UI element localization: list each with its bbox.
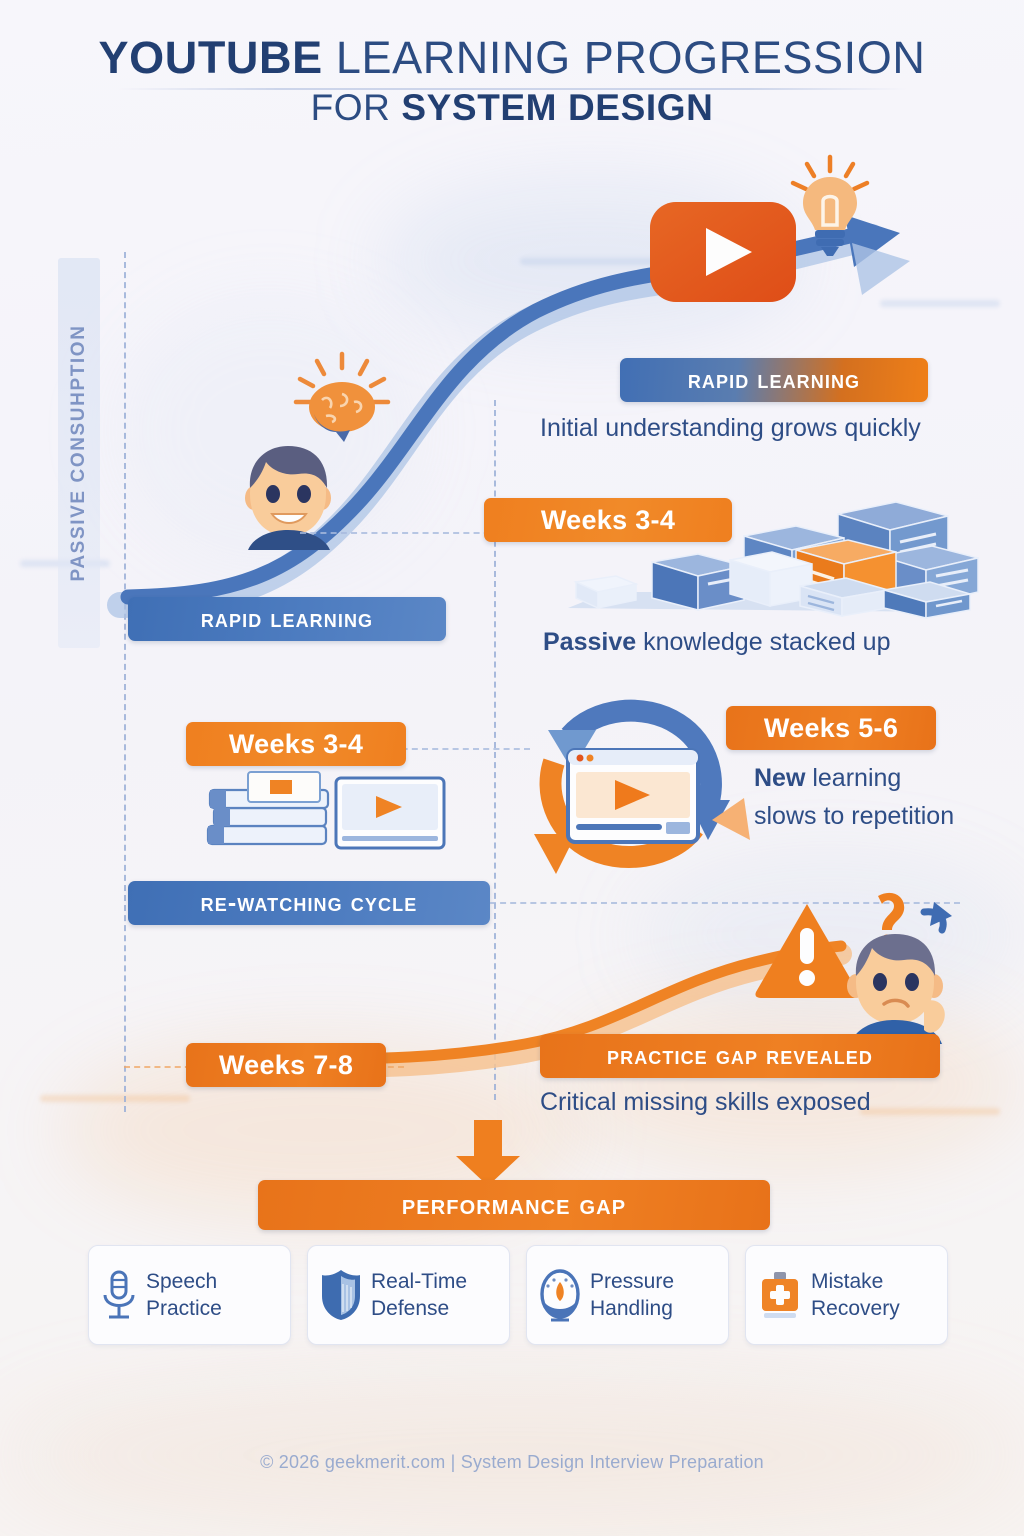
badge-weeks-3-4-left: Weeks 3-4 xyxy=(186,722,406,766)
shield-icon xyxy=(322,1270,360,1320)
caption-new-rest: learning xyxy=(805,764,902,792)
brain-icon xyxy=(293,351,391,442)
happy-learner-avatar xyxy=(245,446,331,550)
caption-new-bold: New xyxy=(754,764,806,792)
card-pressure-handling[interactable]: Pressure Handling xyxy=(526,1245,729,1345)
caption-passive-stack: Passive knowledge stacked up xyxy=(543,628,890,657)
y-axis-label-text: PASSIVE CONSUHPTION xyxy=(68,324,89,582)
title-divider xyxy=(118,88,908,90)
caption-passive-bold: Passive xyxy=(543,628,637,656)
connector-line xyxy=(300,532,500,534)
card-speech-practice[interactable]: Speech Practice xyxy=(88,1245,291,1345)
badge-practice-gap: Practice Gap Revealed xyxy=(540,1034,940,1078)
microphone-icon xyxy=(103,1270,135,1319)
title-rest: LEARNING PROGRESSION xyxy=(335,32,926,83)
card-line2: Defense xyxy=(371,1297,450,1320)
grid-line-vertical xyxy=(124,252,126,1112)
card-real-time-defense[interactable]: Real-Time Defense xyxy=(307,1245,510,1345)
badge-weeks-3-4-top: Weeks 3-4 xyxy=(484,498,732,542)
card-label: Pressure Handling xyxy=(590,1268,674,1323)
card-line2: Practice xyxy=(146,1297,222,1320)
stacked-boxes-icon xyxy=(568,501,979,619)
down-arrow-icon xyxy=(456,1120,520,1186)
footer: © 2026 geekmerit.com | System Design Int… xyxy=(0,1452,1024,1473)
badge-rewatching-cycle: Re-Watching Cycle xyxy=(128,881,490,925)
caption-new-learning-line1: New learning xyxy=(754,764,901,793)
warning-triangle-icon xyxy=(755,904,859,998)
card-mistake-recovery[interactable]: Mistake Recovery xyxy=(745,1245,948,1345)
gauge-icon xyxy=(540,1269,580,1322)
connector-line xyxy=(490,902,960,904)
badge-rapid-learning-right: Rapid Learning xyxy=(620,358,928,402)
grid-line-vertical xyxy=(494,400,496,1100)
card-line1: Pressure xyxy=(590,1269,675,1293)
caption-passive-rest: knowledge stacked up xyxy=(636,628,891,656)
confused-learner-avatar xyxy=(847,892,952,1044)
first-aid-icon xyxy=(762,1272,798,1318)
connector-line xyxy=(320,748,530,750)
title-subject: SYSTEM DESIGN xyxy=(401,87,714,129)
card-label: Real-Time Defense xyxy=(371,1268,467,1323)
banner-performance-gap: Performance Gap xyxy=(258,1180,770,1230)
card-label: Mistake Recovery xyxy=(811,1268,900,1323)
skill-cards: Speech Practice Real-Time Defense xyxy=(88,1245,948,1345)
page-title: YOUTUBE LEARNING PROGRESSION FOR SYSTEM … xyxy=(0,30,1024,131)
bg-streak xyxy=(40,1095,190,1102)
title-for: FOR xyxy=(310,87,391,129)
card-line1: Speech xyxy=(146,1269,218,1293)
title-brand: YOUTUBE xyxy=(98,32,323,83)
badge-weeks-5-6: Weeks 5-6 xyxy=(726,706,936,750)
refresh-cycle-icon xyxy=(534,699,750,874)
card-label: Speech Practice xyxy=(146,1268,222,1323)
footer-text: © 2026 geekmerit.com | System Design Int… xyxy=(260,1452,764,1472)
badge-rapid-learning-left: Rapid Learning xyxy=(128,597,446,641)
y-axis-label: PASSIVE CONSUHPTION xyxy=(58,258,100,648)
card-line1: Real-Time xyxy=(371,1269,468,1293)
caption-practice-gap: Critical missing skills exposed xyxy=(540,1088,871,1116)
card-line2: Handling xyxy=(590,1297,673,1320)
books-and-video-icon xyxy=(206,771,446,850)
badge-weeks-7-8: Weeks 7-8 xyxy=(186,1043,386,1087)
youtube-play-icon xyxy=(650,202,796,302)
caption-new-learning-line2: slows to repetition xyxy=(754,802,955,830)
card-line2: Recovery xyxy=(811,1297,900,1320)
bg-streak xyxy=(860,1108,1000,1115)
lightbulb-icon xyxy=(790,154,870,256)
card-line1: Mistake xyxy=(811,1269,884,1293)
caption-rapid-learning: Initial understanding grows quickly xyxy=(540,414,921,442)
